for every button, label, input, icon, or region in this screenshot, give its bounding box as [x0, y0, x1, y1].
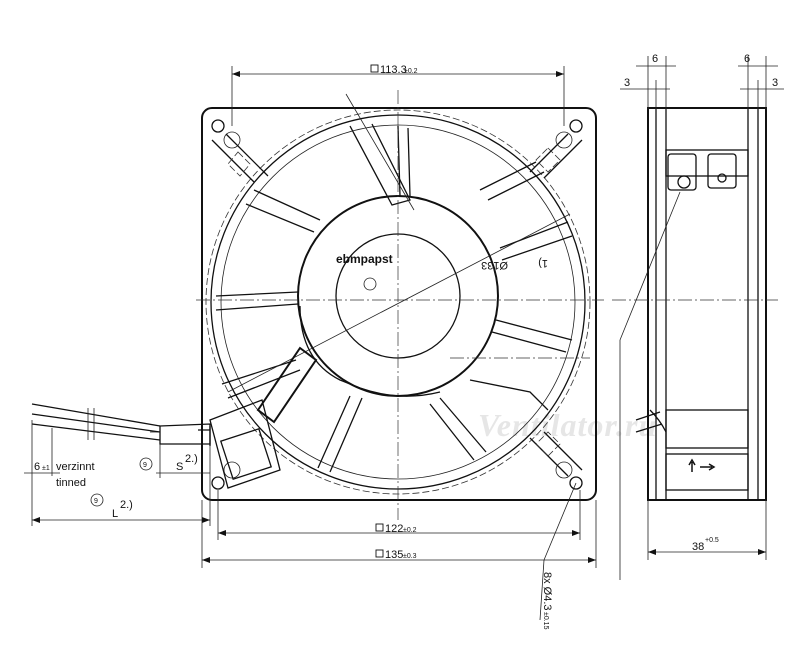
- S-label: S: [176, 461, 183, 473]
- hole-pitch-value: 113.3: [380, 64, 407, 76]
- front-view: ebmpapst Ø133 1): [150, 90, 604, 520]
- mounting-hole: [569, 476, 583, 490]
- side-outline: [647, 107, 767, 501]
- cable-connector: [150, 346, 318, 489]
- watermark: Ventilator.ru: [478, 407, 657, 443]
- outer-width-tol: ±0.3: [403, 553, 417, 560]
- mounting-hole: [211, 476, 225, 490]
- cable-leads: [31, 403, 161, 441]
- circle-note-icon: [363, 277, 377, 291]
- strip-length-value: 6: [34, 461, 40, 473]
- dim-side-top: 6 3 6 3: [620, 53, 784, 110]
- mounting-hole: [569, 119, 583, 133]
- strip-length-tol: ±1: [42, 465, 50, 472]
- outer-width-value: 135: [385, 549, 403, 561]
- dim-L: 9 L 2.): [32, 478, 211, 526]
- frame-outline: [201, 107, 597, 501]
- hole-pitch-tol: ±0.2: [404, 68, 418, 75]
- airflow-arrow-icon: [688, 458, 716, 472]
- tinned-de: verzinnt: [56, 461, 95, 473]
- depth-value: 38: [692, 541, 704, 553]
- dim-holes-callout: 8x Ø4.3 ±0.15: [539, 482, 577, 630]
- note-9-a: 9: [143, 462, 147, 469]
- dim-S: 9 S 2.): [139, 444, 211, 478]
- holes-tol: ±0.15: [542, 612, 549, 630]
- note-9-b: 9: [94, 498, 98, 505]
- diameter-line: [227, 213, 571, 393]
- dim-hole-pitch: 113.3 ±0.2: [231, 64, 565, 126]
- offset-left: 3: [624, 77, 630, 89]
- S-note: 2.): [185, 453, 198, 465]
- tinned-en: tinned: [56, 477, 86, 489]
- L-note: 2.): [120, 499, 133, 511]
- dim-depth: 38 +0.5: [647, 500, 767, 560]
- dim-strip-length: 6 ±1 verzinnt tinned: [24, 420, 95, 526]
- brand-label: ebmpapst: [336, 252, 393, 266]
- L-label: L: [112, 508, 118, 520]
- offset-right: 3: [772, 77, 778, 89]
- diameter-label: Ø133: [481, 259, 508, 271]
- flange-left: 6: [652, 53, 658, 65]
- inner-width-tol: ±0.2: [403, 527, 417, 534]
- holes-label: 8x Ø4.3: [541, 572, 553, 611]
- side-view: [612, 107, 778, 580]
- dim-inner-width: 122 ±0.2: [217, 490, 581, 540]
- depth-tol: +0.5: [705, 537, 719, 544]
- mounting-holes: [211, 119, 583, 490]
- diameter-note: 1): [538, 257, 548, 269]
- inner-width-value: 122: [385, 523, 403, 535]
- flange-right: 6: [744, 53, 750, 65]
- mounting-hole: [211, 119, 225, 133]
- dim-outer-width: 135 ±0.3: [201, 500, 597, 568]
